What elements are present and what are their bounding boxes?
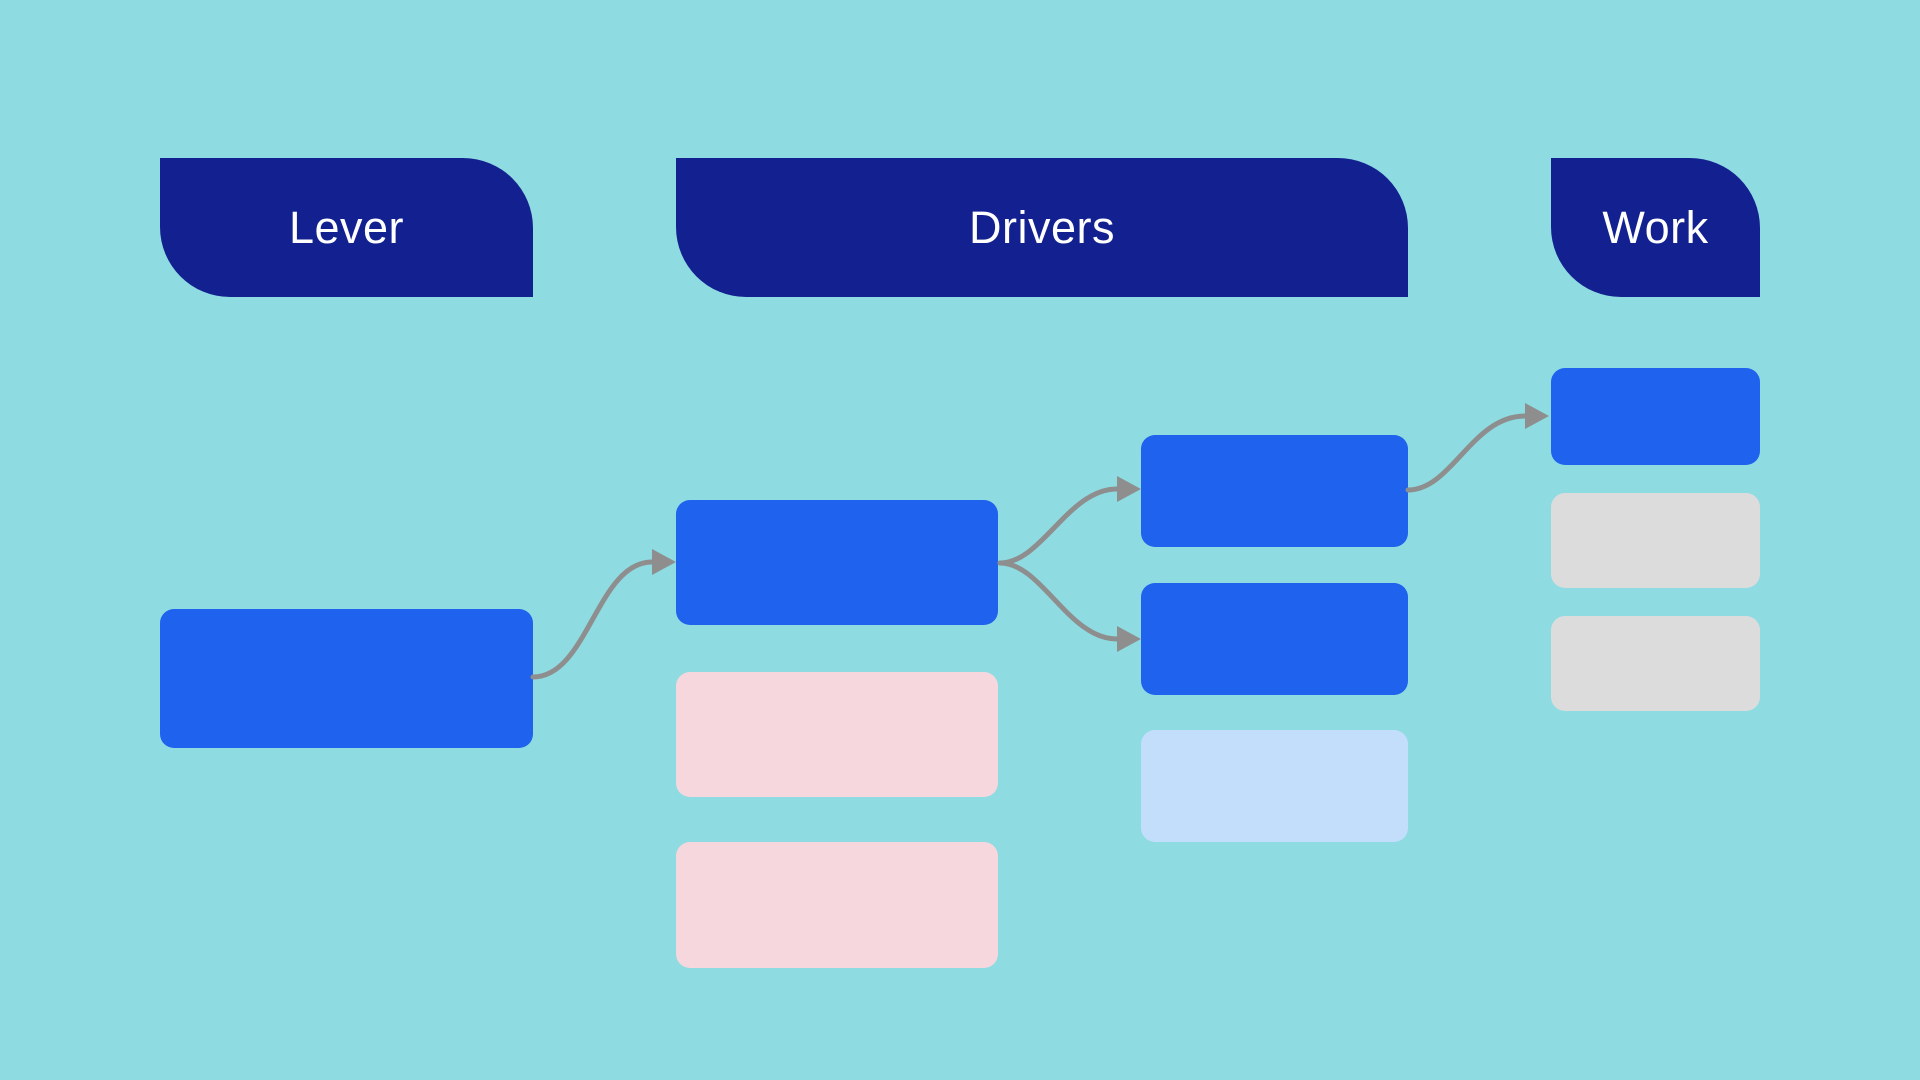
sub-driver-node-1 [1141,435,1408,547]
drivers-header-label: Drivers [969,201,1115,253]
arrow-driver-to-sub1 [997,476,1141,566]
arrowhead-icon [652,549,676,575]
work-node-2 [1551,493,1760,588]
work-node-3 [1551,616,1760,711]
arrowhead-icon [1117,476,1141,502]
arrowhead-icon [1117,626,1141,652]
arrow-sub1-to-work [1405,403,1549,493]
driver-placeholder-node-2 [676,842,998,968]
driver-placeholder-node-1 [676,672,998,797]
work-header-label: Work [1602,201,1709,253]
sub-driver-node-3 [1141,730,1408,842]
lever-header-label: Lever [288,201,405,253]
lever-column-header: Lever [160,158,533,297]
drivers-column-header: Drivers [676,158,1408,297]
arrowhead-icon [1525,403,1549,429]
sub-driver-node-2 [1141,583,1408,695]
work-node-1 [1551,368,1760,465]
arrow-lever-to-driver [530,549,676,680]
driver-main-node [676,500,998,625]
lever-main-node [160,609,533,748]
work-column-header: Work [1551,158,1760,297]
arrow-driver-to-sub2 [997,560,1141,652]
